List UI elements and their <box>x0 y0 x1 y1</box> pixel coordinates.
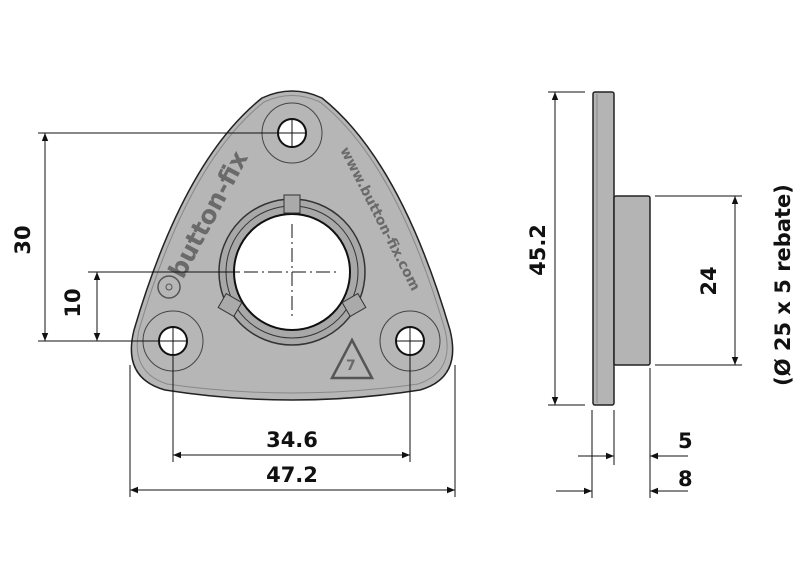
dimension-8: 8 <box>556 467 693 495</box>
svg-text:47.2: 47.2 <box>266 463 318 487</box>
front-view-plate: button-fix www.button-fix.com 7 <box>130 90 454 401</box>
dimension-5: 5 <box>578 368 693 498</box>
svg-text:5: 5 <box>678 429 693 453</box>
recycle-code: 7 <box>346 358 356 374</box>
dimension-47-2: 47.2 <box>129 365 456 497</box>
dimension-34-6: 34.6 <box>172 356 411 462</box>
svg-text:8: 8 <box>678 467 693 491</box>
svg-text:30: 30 <box>11 225 35 254</box>
side-view <box>592 91 651 406</box>
dimension-10: 10 <box>61 271 240 341</box>
svg-text:45.2: 45.2 <box>526 224 550 276</box>
svg-text:34.6: 34.6 <box>266 428 318 452</box>
dimension-24: 24 <box>655 195 742 366</box>
svg-text:24: 24 <box>697 266 721 295</box>
dimension-30: 30 <box>11 132 290 342</box>
svg-text:10: 10 <box>61 288 85 317</box>
recycle-icon: 7 <box>329 337 375 380</box>
dimension-45-2: 45.2 <box>526 91 585 406</box>
rebate-note: (Ø 25 x 5 rebate) <box>771 184 795 386</box>
